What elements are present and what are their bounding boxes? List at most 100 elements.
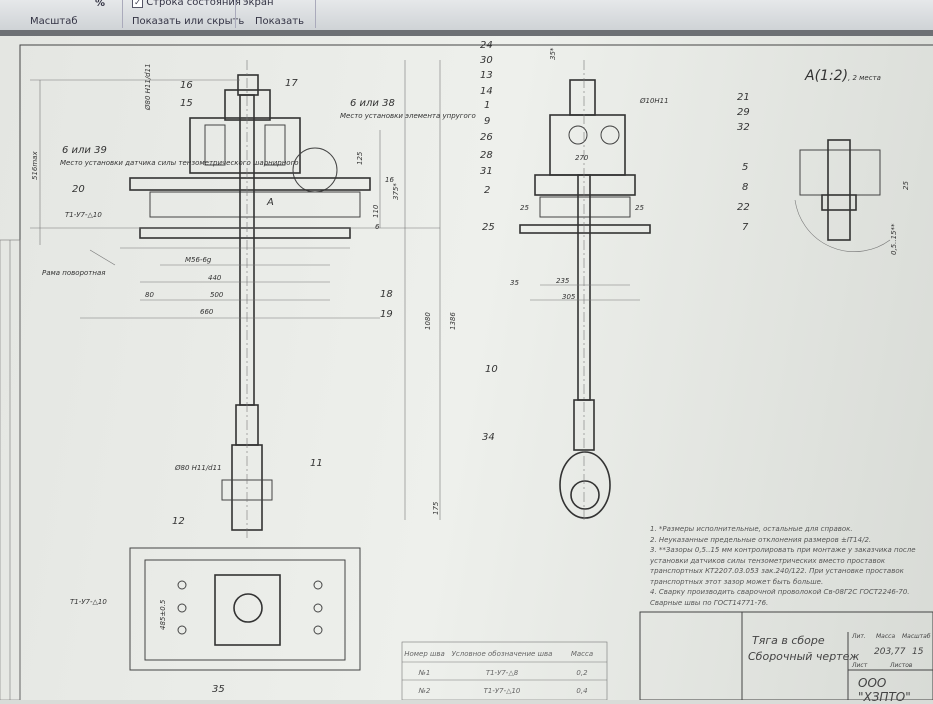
callout-19: 19 — [380, 309, 393, 320]
dim-235: 235 — [556, 277, 570, 285]
status-bar-label: Строка состояния — [146, 0, 241, 8]
lit-label: Лит. — [852, 633, 866, 640]
dim-305: 305 — [562, 293, 576, 301]
fit-80-top: Ø80 H11/d11 — [144, 63, 152, 111]
weld-table-header: Номер шва Условное обозначение шва Масса — [402, 644, 607, 664]
weld-mark-1: Т1-У7-△10 — [65, 211, 102, 219]
dim-270: 270 — [575, 154, 589, 162]
callout-28: 28 — [480, 150, 493, 161]
cell: Т1-У7-△8 — [485, 669, 519, 677]
dim-440: 440 — [208, 274, 222, 282]
detail-dim-gap: 0,5..15** — [890, 223, 898, 255]
note-2: 2. Неуказанные предельные отклонения раз… — [650, 535, 872, 544]
fit-80-bottom: Ø80 H11/d11 — [174, 464, 222, 472]
dim-35-top: 35* — [549, 47, 557, 60]
side-view — [519, 60, 651, 520]
dim-25-left: 25 — [520, 204, 529, 212]
detail-subtitle: , 2 места — [848, 74, 881, 82]
show-group-label: Показать — [255, 16, 304, 27]
front-view-labels: 16 17 15 6 или 38 6 или 39 20 A 18 19 11… — [31, 63, 476, 695]
status-bar-checkbox[interactable]: ✓ Строка состояния — [132, 0, 241, 8]
detail-a: A(1:2) , 2 места 21 29 32 5 8 22 7 25 0,… — [737, 68, 910, 255]
callout-15: 15 — [180, 98, 193, 109]
dim-6: 6 — [375, 223, 380, 231]
front-view — [30, 60, 441, 540]
dim-80: 80 — [145, 291, 154, 299]
weld-mark-plan: Т1-У7-△10 — [70, 598, 107, 606]
dim-485: 485±0.5 — [159, 599, 167, 630]
cell: 0,2 — [576, 669, 588, 677]
plan-view: 485±0.5 Т1-У7-△10 — [70, 547, 361, 671]
weld-table-frame — [401, 641, 608, 700]
side-view-labels: 24 30 13 14 1 9 26 28 31 2 25 10 34 270 … — [480, 40, 669, 443]
mass-label: Масса — [876, 633, 896, 640]
dim-16: 16 — [385, 176, 394, 184]
dim-bore: Ø10H11 — [639, 97, 669, 105]
dim-125: 125 — [356, 151, 364, 165]
dim-1386: 1386 — [449, 312, 457, 330]
detail-dim-25: 25 — [902, 181, 910, 190]
sheet-label: Лист — [852, 662, 868, 669]
callout-20: 20 — [72, 184, 85, 195]
dim-thread: M56-6g — [185, 256, 212, 264]
callout-9: 9 — [484, 116, 490, 127]
checkmark-icon: ✓ — [132, 0, 143, 8]
callout-24: 24 — [480, 40, 493, 51]
mass-value: 203,77 — [874, 647, 906, 657]
callout-2: 2 — [484, 185, 490, 196]
window-edge — [0, 30, 933, 36]
dim-375: 375* — [392, 183, 400, 200]
title-name: Тяга в сборе — [752, 634, 825, 647]
dim-25-right: 25 — [635, 204, 644, 212]
drawing-sheet[interactable]: 16 17 15 6 или 38 6 или 39 20 A 18 19 11… — [0, 36, 933, 704]
note-rotary-frame: Рама поворотная — [42, 269, 105, 277]
cell: №1 — [418, 669, 431, 677]
cell: 0,4 — [576, 687, 588, 695]
callout-6-or-38: 6 или 38 — [350, 98, 395, 109]
title-doc-type: Сборочный чертеж — [748, 650, 860, 663]
dim-175: 175 — [432, 501, 440, 515]
dim-516max: 516max — [31, 151, 39, 180]
callout-5: 5 — [742, 162, 748, 173]
callout-16: 16 — [180, 80, 193, 91]
drawing-canvas: 16 17 15 6 или 38 6 или 39 20 A 18 19 11… — [0, 40, 933, 700]
header-cell: Условное обозначение шва — [451, 650, 553, 658]
dim-110: 110 — [372, 204, 380, 218]
sheets-label: Листов — [890, 662, 913, 669]
callout-11: 11 — [310, 458, 323, 469]
dim-35: 35 — [510, 279, 519, 287]
callout-A: A — [266, 197, 274, 208]
callout-32: 32 — [737, 122, 750, 133]
dim-660: 660 — [200, 308, 214, 316]
note-4: 4. Сварку производить сварочной проволок… — [650, 588, 910, 607]
show-hide-group-label: Показать или скрыть — [132, 16, 245, 27]
table-row: №1 Т1-У7-△8 0,2 — [402, 664, 607, 682]
scale-value: 15 — [912, 647, 924, 657]
dim-500: 500 — [210, 291, 224, 299]
note-sensor-place: Место установки датчика силы тензометрич… — [60, 159, 299, 167]
callout-31: 31 — [480, 166, 493, 177]
callout-35: 35 — [212, 684, 225, 695]
screen-button[interactable]: экран — [243, 0, 274, 8]
dim-1080: 1080 — [424, 312, 432, 330]
callout-7: 7 — [742, 222, 749, 233]
callout-22: 22 — [737, 202, 750, 213]
callout-1: 1 — [484, 100, 490, 111]
callout-6-or-39: 6 или 39 — [62, 145, 107, 156]
callout-12: 12 — [172, 516, 185, 527]
callout-29: 29 — [737, 107, 750, 118]
note-3: 3. **Зазоры 0,5..15 мм контролировать пр… — [650, 546, 916, 586]
zoom-group-label: Масштаб — [30, 16, 78, 27]
zoom-percent-button[interactable]: % — [95, 0, 106, 9]
callout-25: 25 — [482, 222, 495, 233]
note-1: 1. *Размеры исполнительные, остальные дл… — [650, 525, 853, 533]
cell: Т1-У7-△10 — [483, 687, 521, 695]
ribbon-toolbar: % Масштаб ✓ Строка состояния Показать ил… — [0, 0, 933, 31]
weld-table: Номер шва Условное обозначение шва Масса… — [402, 644, 607, 700]
detail-title: A(1:2) — [804, 68, 848, 84]
technical-notes: 1. *Размеры исполнительные, остальные дл… — [650, 524, 930, 608]
header-cell: Номер шва — [404, 650, 445, 658]
scale-label: Масштаб — [902, 633, 931, 640]
note-elastic-element: Место установки элемента упругого — [340, 112, 476, 120]
header-cell: Масса — [570, 650, 594, 658]
